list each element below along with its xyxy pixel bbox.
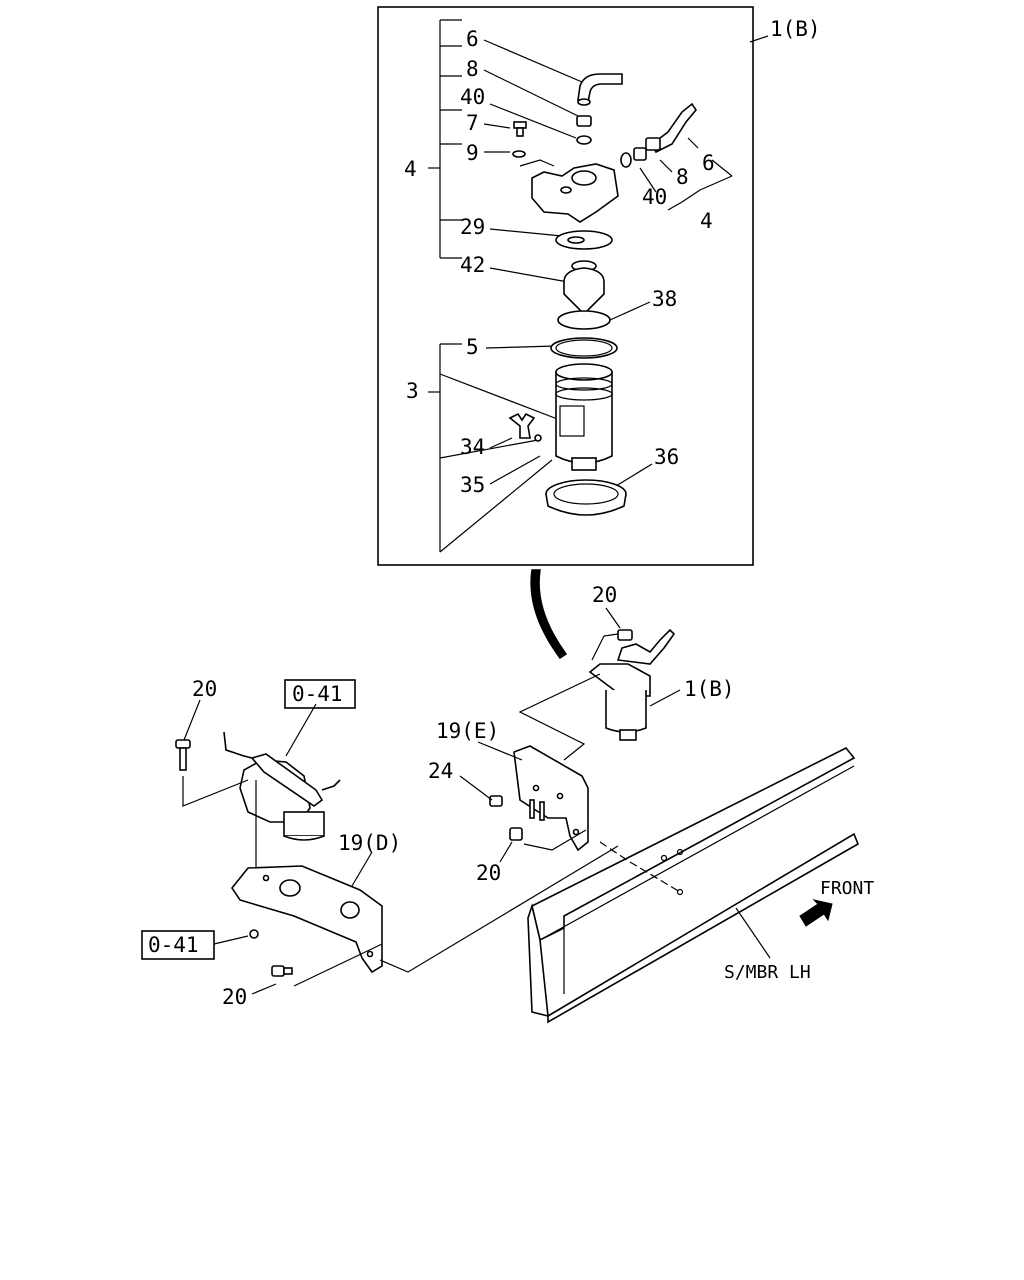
label-1b-mid: 1(B) <box>684 677 735 701</box>
label-6-right: 6 <box>702 151 715 175</box>
bracket-group-4 <box>428 19 462 259</box>
label-20-left: 20 <box>192 677 217 701</box>
label-4-left: 4 <box>404 157 417 181</box>
label-20-bottom: 20 <box>222 985 247 1009</box>
label-35: 35 <box>460 473 485 497</box>
label-20-top: 20 <box>592 583 617 607</box>
ref-text-a: 0-41 <box>292 682 343 706</box>
label-1b-top: 1(B) <box>770 17 821 41</box>
leader-lines-1b <box>518 607 681 761</box>
ref-box-a <box>284 679 356 709</box>
label-20-mid: 20 <box>476 861 501 885</box>
ref-box-b <box>141 930 215 960</box>
label-5: 5 <box>466 335 479 359</box>
bracket-group-3 <box>428 343 462 552</box>
detail-frame <box>377 6 754 566</box>
label-38: 38 <box>652 287 677 311</box>
front-arrow-icon <box>799 899 833 927</box>
label-24: 24 <box>428 759 453 783</box>
detail-parts <box>508 73 697 516</box>
left-filter-assembly <box>175 731 341 880</box>
label-8-top: 8 <box>466 57 479 81</box>
label-19e: 19(E) <box>436 719 499 743</box>
label-34: 34 <box>460 435 485 459</box>
label-7: 7 <box>466 111 479 135</box>
leader-lines-lower <box>183 699 771 995</box>
label-4-right: 4 <box>700 209 713 233</box>
label-3: 3 <box>406 379 419 403</box>
detail-pointer <box>530 569 568 660</box>
side-member-lh <box>527 746 860 1024</box>
label-42: 42 <box>460 253 485 277</box>
filter-assembly-1b <box>588 628 676 741</box>
ref-text-b: 0-41 <box>148 933 199 957</box>
label-40-top: 40 <box>460 85 485 109</box>
label-side-member: S/MBR LH <box>724 962 811 983</box>
label-29: 29 <box>460 215 485 239</box>
label-40-right: 40 <box>642 185 667 209</box>
bracket-19d <box>231 865 383 977</box>
label-front: FRONT <box>820 878 874 899</box>
bracket-19e <box>489 745 589 852</box>
label-8-right: 8 <box>676 165 689 189</box>
label-6-top: 6 <box>466 27 479 51</box>
leader-lines-detail <box>439 35 769 553</box>
label-36: 36 <box>654 445 679 469</box>
label-9: 9 <box>466 141 479 165</box>
label-19d: 19(D) <box>338 831 401 855</box>
